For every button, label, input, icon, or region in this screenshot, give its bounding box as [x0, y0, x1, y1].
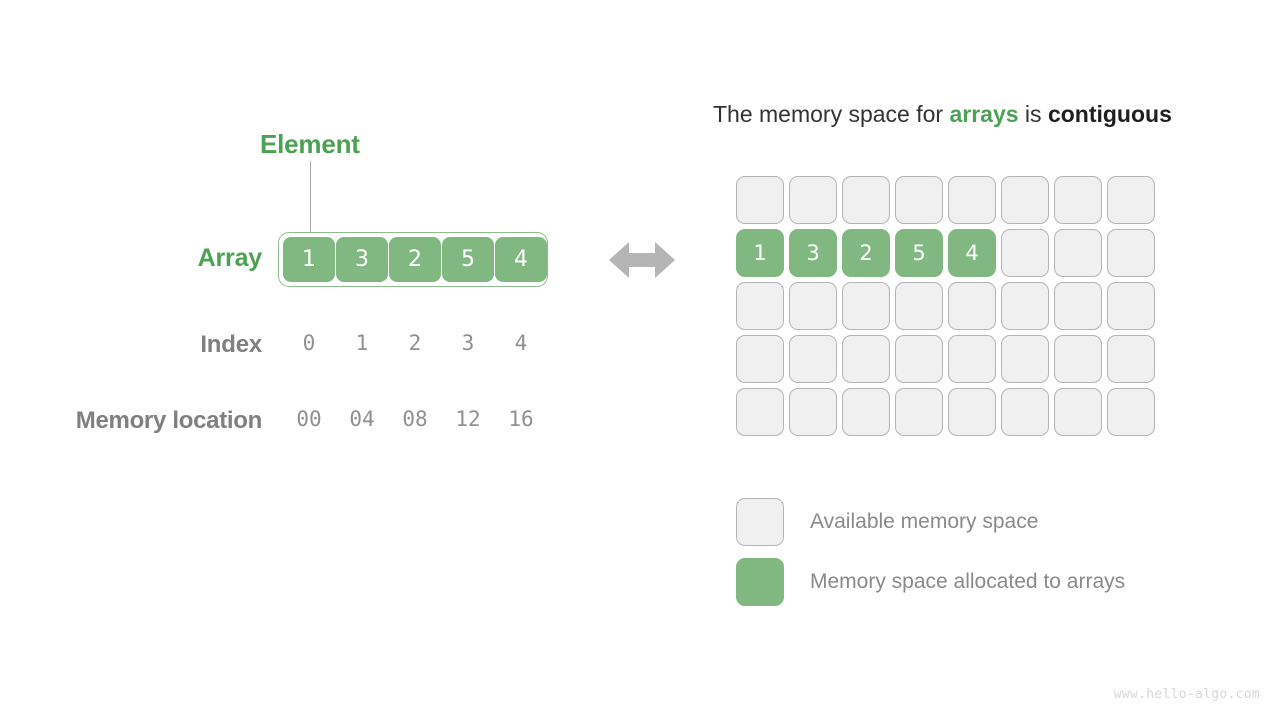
memory-cell-allocated: 3	[789, 229, 837, 277]
memory-location-value: 12	[455, 407, 481, 431]
memory-cell-free	[736, 282, 784, 330]
array-cell: 5	[442, 237, 494, 282]
memory-cell-allocated: 4	[948, 229, 996, 277]
memory-cell-free	[842, 282, 890, 330]
memory-cell-free	[789, 335, 837, 383]
memory-cell-free	[1054, 388, 1102, 436]
memory-cell-allocated: 1	[736, 229, 784, 277]
memory-cell-free	[1001, 282, 1049, 330]
memory-cell-free	[842, 335, 890, 383]
memory-cell-free	[736, 176, 784, 224]
memory-cell-free	[1107, 229, 1155, 277]
array-cell: 3	[336, 237, 388, 282]
memory-cell-free	[1054, 229, 1102, 277]
memory-cell-free	[948, 282, 996, 330]
memory-location-value: 08	[402, 407, 428, 431]
legend-swatch-free-icon	[736, 498, 784, 546]
array-cell: 4	[495, 237, 547, 282]
legend: Available memory space Memory space allo…	[736, 492, 1125, 612]
index-value: 4	[514, 331, 528, 355]
memory-location-row-label: Memory location	[75, 407, 263, 434]
memory-location-value-list: 00 04 08 12 16	[283, 407, 547, 431]
memory-cell-free	[1054, 335, 1102, 383]
array-cell-list: 1 3 2 5 4	[283, 237, 547, 282]
memory-cell-free	[895, 388, 943, 436]
array-cell: 2	[389, 237, 441, 282]
array-cell: 1	[283, 237, 335, 282]
memory-cell-free	[1001, 176, 1049, 224]
memory-heading: The memory space for arrays is contiguou…	[713, 101, 1172, 128]
element-callout-label: Element	[260, 129, 360, 159]
index-row-label: Index	[200, 331, 262, 358]
memory-cell-free	[1107, 176, 1155, 224]
memory-cell-free	[895, 335, 943, 383]
index-value: 3	[461, 331, 475, 355]
memory-location-value: 04	[349, 407, 375, 431]
memory-cell-free	[1054, 282, 1102, 330]
memory-layout-panel: The memory space for arrays is contiguou…	[700, 0, 1280, 720]
memory-cell-free	[842, 388, 890, 436]
watermark: www.hello-algo.com	[1113, 687, 1260, 702]
memory-cell-free	[948, 388, 996, 436]
memory-cell-free	[895, 176, 943, 224]
array-row-label: Array	[197, 244, 263, 272]
memory-cell-free	[1054, 176, 1102, 224]
memory-cell-free	[1001, 229, 1049, 277]
memory-location-value: 00	[296, 407, 322, 431]
index-value: 1	[355, 331, 369, 355]
memory-location-value: 16	[508, 407, 534, 431]
index-value-list: 0 1 2 3 4	[283, 331, 547, 355]
memory-cell-free	[948, 335, 996, 383]
memory-cell-free	[789, 176, 837, 224]
legend-row: Available memory space	[736, 492, 1125, 552]
memory-heading-prefix: The memory space for	[713, 101, 950, 127]
legend-label: Available memory space	[810, 510, 1039, 533]
legend-label: Memory space allocated to arrays	[810, 570, 1126, 593]
memory-heading-arrays-highlight: arrays	[949, 101, 1019, 127]
index-value: 0	[302, 331, 316, 355]
memory-cell-free	[1107, 335, 1155, 383]
memory-grid: 1 3 2 5 4	[736, 176, 1155, 436]
memory-heading-contiguous-highlight: contiguous	[1047, 101, 1172, 127]
memory-cell-allocated: 2	[842, 229, 890, 277]
memory-heading-middle: is	[1018, 101, 1048, 127]
memory-cell-free	[842, 176, 890, 224]
element-callout-connector-line	[310, 161, 311, 239]
memory-cell-free	[1107, 282, 1155, 330]
memory-cell-free	[736, 388, 784, 436]
memory-cell-free	[736, 335, 784, 383]
memory-cell-allocated: 5	[895, 229, 943, 277]
legend-swatch-allocated-icon	[736, 558, 784, 606]
memory-cell-free	[948, 176, 996, 224]
index-value: 2	[408, 331, 422, 355]
double-headed-arrow-icon	[609, 237, 675, 283]
memory-cell-free	[895, 282, 943, 330]
memory-cell-free	[789, 282, 837, 330]
memory-cell-free	[789, 388, 837, 436]
memory-cell-free	[1001, 388, 1049, 436]
array-diagram-panel: Element Array 1 3 2 5 4 Index 0 1 2 3 4 …	[75, 129, 548, 434]
memory-cell-free	[1001, 335, 1049, 383]
legend-row: Memory space allocated to arrays	[736, 552, 1125, 612]
memory-cell-free	[1107, 388, 1155, 436]
